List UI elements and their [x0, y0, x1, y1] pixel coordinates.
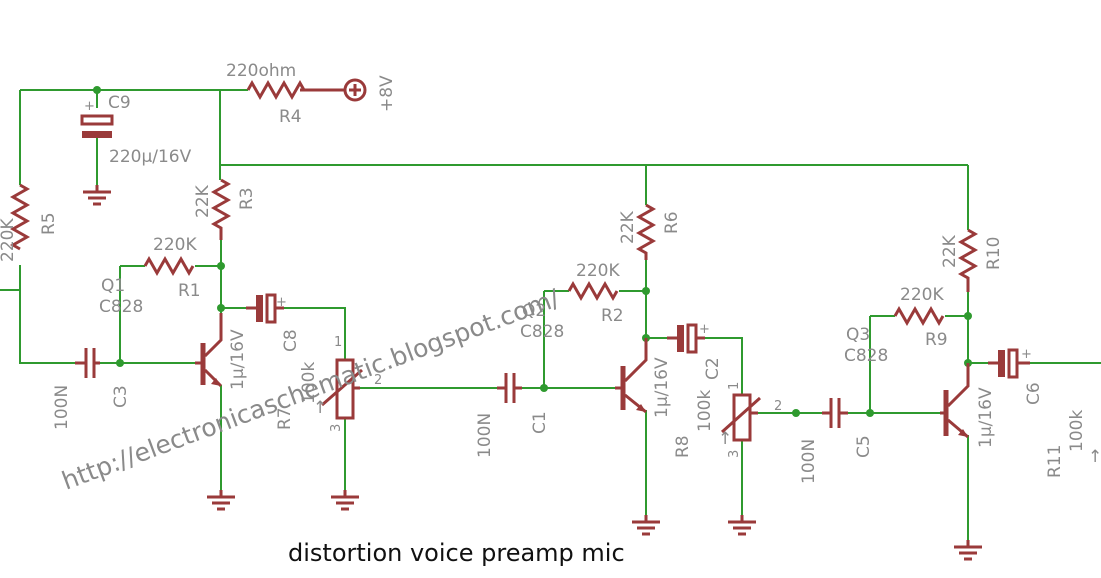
- resistor-r9: [893, 305, 945, 327]
- r7-name: R7: [275, 407, 295, 430]
- transistor-q2: [615, 338, 648, 414]
- ground-symbol: [83, 185, 111, 206]
- diagram-caption: distortion voice preamp mic: [288, 539, 625, 567]
- capacitor-c2: [667, 323, 705, 354]
- ground-symbol: [632, 515, 660, 536]
- r8-pin-1: 1: [727, 382, 742, 390]
- resistor-r6: [635, 203, 657, 260]
- capacitor-c6: [988, 348, 1030, 379]
- resistor-r2: [567, 280, 619, 302]
- c2-name: C2: [703, 357, 723, 380]
- r7-arrow: ↑: [313, 398, 327, 418]
- junction-dot: [217, 304, 225, 312]
- r7-pin-1: 1: [334, 335, 342, 350]
- q3-name: Q3: [846, 325, 870, 345]
- transistor-q1: [195, 313, 223, 388]
- r4-name: R4: [279, 107, 302, 127]
- plus-sign: +: [84, 99, 95, 114]
- resistor-r5: [9, 183, 31, 251]
- c8-value: 1µ/16V: [228, 329, 248, 390]
- c3-name: C3: [111, 385, 131, 408]
- r6-name: R6: [662, 211, 682, 234]
- junction-dot: [792, 409, 800, 417]
- capacitor-c9: [80, 114, 114, 138]
- resistor-r3: [210, 178, 232, 240]
- r2-value: 220K: [576, 261, 620, 281]
- junction-dot: [116, 359, 124, 367]
- r5-name: R5: [39, 212, 59, 235]
- r8-value: 100k: [695, 390, 715, 432]
- ground-symbol: [207, 490, 235, 511]
- supply-terminal: [343, 78, 367, 102]
- c1-name: C1: [530, 411, 550, 434]
- potentiometer-r8: [720, 393, 762, 442]
- r10-value: 22K: [940, 234, 960, 268]
- c9-value: 220µ/16V: [109, 147, 192, 167]
- r10-name: R10: [984, 237, 1004, 270]
- r4-value: 220ohm: [226, 61, 296, 81]
- junction-dot: [217, 262, 225, 270]
- capacitor-c5: [822, 398, 848, 428]
- r11-value: 100k: [1067, 410, 1087, 452]
- c3-value: 100N: [52, 385, 72, 430]
- junction-dot: [866, 409, 874, 417]
- capacitor-c3: [75, 348, 100, 378]
- r8-name: R8: [673, 435, 693, 458]
- junctions: [93, 86, 972, 417]
- junction-dot: [540, 384, 548, 392]
- supply-label: +8V: [377, 75, 397, 112]
- plus-sign: +: [276, 295, 287, 310]
- r8-pin-2: 2: [774, 399, 782, 414]
- r1-value: 220K: [153, 235, 197, 255]
- c5-name: C5: [854, 435, 874, 458]
- c1-value: 100N: [475, 413, 495, 458]
- ground-symbol: [331, 490, 359, 511]
- c9-name: C9: [108, 93, 131, 113]
- wires: [0, 89, 1101, 540]
- r11-arrow: ↑: [1088, 447, 1101, 467]
- r7-pin-2: 2: [374, 373, 382, 388]
- transistor-q3: [940, 363, 970, 439]
- r11-name: R11: [1045, 445, 1065, 478]
- junction-dot: [93, 86, 101, 94]
- potentiometer-r7: [321, 358, 363, 420]
- r8-arrow: ↑: [718, 429, 732, 449]
- r6-value: 22K: [618, 210, 638, 244]
- resistor-r1: [143, 255, 195, 277]
- resistor-r10: [957, 228, 979, 292]
- r1-name: R1: [178, 281, 201, 301]
- ground-symbol: [728, 515, 756, 536]
- r5-value: 220K: [0, 218, 18, 262]
- capacitor-c8: [246, 293, 284, 324]
- c8-name: C8: [281, 329, 301, 352]
- q1-type: C828: [99, 297, 143, 317]
- r9-name: R9: [925, 330, 948, 350]
- r9-value: 220K: [900, 285, 944, 305]
- r7-value: 100k: [299, 362, 319, 404]
- r8-pin-3: 3: [727, 450, 742, 458]
- resistor-r4: [246, 79, 345, 101]
- capacitor-c1: [497, 373, 522, 403]
- junction-dot: [964, 312, 972, 320]
- r7-pin-3: 3: [329, 424, 344, 432]
- q3-type: C828: [844, 346, 888, 366]
- r3-name: R3: [237, 187, 257, 210]
- plus-sign: +: [699, 322, 710, 337]
- q2-name: Q2: [522, 301, 546, 321]
- q1-name: Q1: [101, 276, 125, 296]
- plus-sign: +: [1021, 347, 1032, 362]
- junction-dot: [642, 287, 650, 295]
- r3-value: 22K: [193, 184, 213, 218]
- c2-value: 1µ/16V: [652, 357, 672, 418]
- ground-symbol: [954, 540, 982, 561]
- c6-value: 1µ/16V: [976, 387, 996, 448]
- c5-value: 100N: [799, 439, 819, 484]
- r2-name: R2: [601, 306, 624, 326]
- q2-type: C828: [520, 322, 564, 342]
- c6-name: C6: [1024, 382, 1044, 405]
